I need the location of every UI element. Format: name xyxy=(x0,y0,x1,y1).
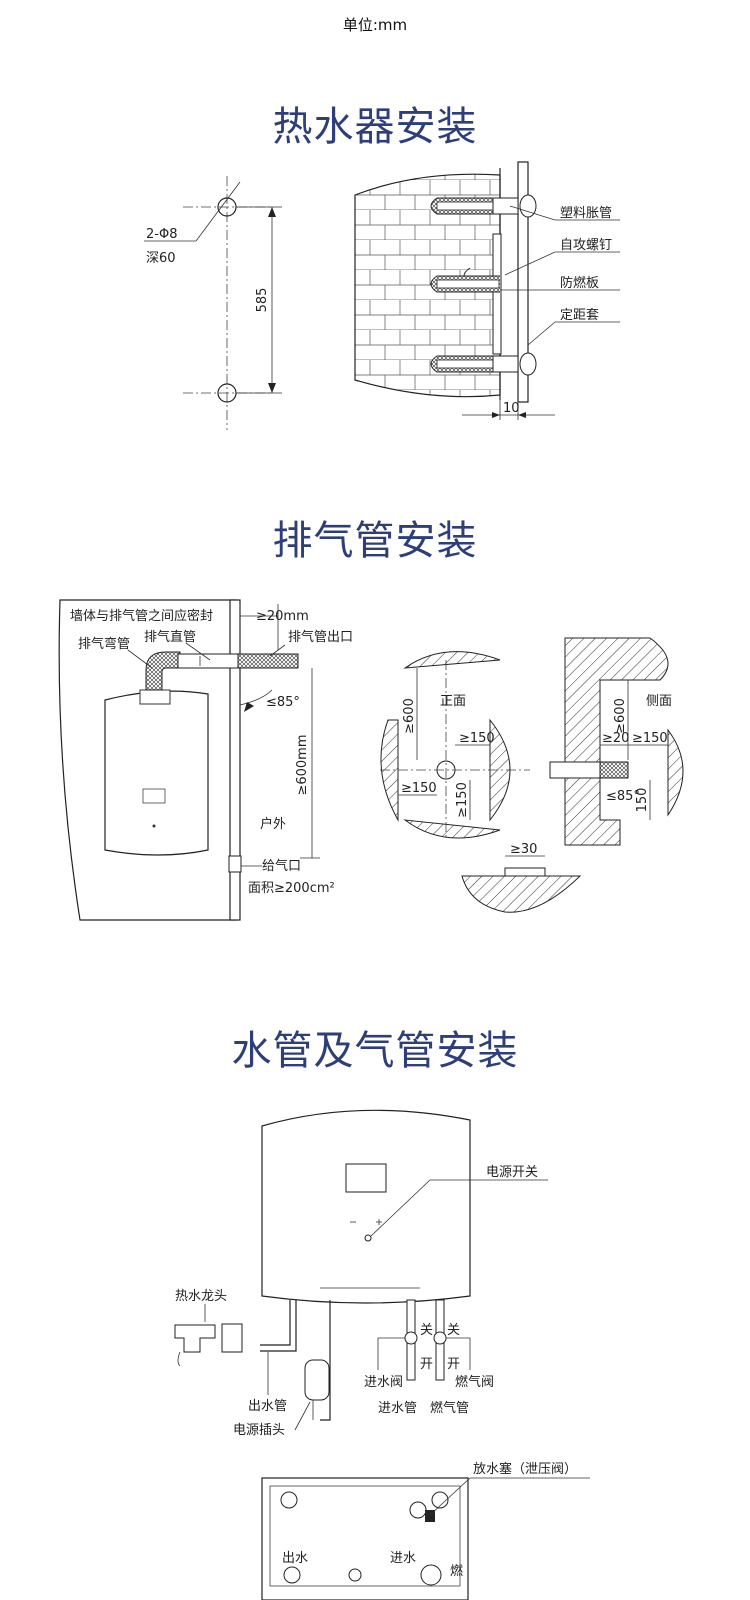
inlet-valve-label: 进水阀 xyxy=(364,1375,403,1390)
heater-front-drawing: 电源开关 xyxy=(261,1109,548,1304)
open-1-label: 开 xyxy=(420,1357,433,1372)
straight-pipe-label: 排气直管 xyxy=(144,629,196,645)
side-150-b-label: 150 xyxy=(635,788,650,813)
mounting-hole-drawing: 585 2-Φ8 深60 xyxy=(144,176,282,430)
air-area-label: 面积≥200cm² xyxy=(248,881,335,896)
gap-label: 10 xyxy=(503,401,520,416)
drain-plug-label: 放水塞（泄压阀） xyxy=(473,1461,577,1477)
gas-pipe-label: 燃气管 xyxy=(430,1400,469,1416)
power-switch-label: 电源开关 xyxy=(486,1165,538,1180)
heater-section-title: 热水器安装 xyxy=(272,104,478,150)
label-spacer-sleeve: 定距套 xyxy=(560,307,599,323)
hole-spacing-label: 585 xyxy=(255,288,270,313)
side-view-label: 侧面 xyxy=(646,694,672,709)
protrude-label: ≥20mm xyxy=(256,609,309,624)
exhaust-side-drawing: 墙体与排气管之间应密封 排气弯管 排气直管 排气管出口 ≥20mm ≤85° ≥… xyxy=(58,599,353,921)
pipes-section-title: 水管及气管安装 xyxy=(231,1028,519,1074)
bottom-outlet-label: 出水 xyxy=(282,1551,308,1566)
label-fireproof-board: 防燃板 xyxy=(560,275,599,291)
exhaust-front-clearance: 正面 ≥600 ≥150 ≥150 ≥150 xyxy=(380,651,530,840)
front-view-label: 正面 xyxy=(440,694,466,709)
hole-spec-label: 2-Φ8 xyxy=(146,227,177,242)
unit-label: 单位:mm xyxy=(342,16,408,34)
seal-note-label: 墙体与排气管之间应密封 xyxy=(70,608,213,624)
side-600-label: ≥600 xyxy=(613,698,628,734)
wall-section-drawing: 塑料胀管 自攻螺钉 防燃板 定距套 10 xyxy=(354,161,620,420)
side-20-label: ≥20 xyxy=(602,731,629,746)
label-plastic-anchor: 塑料胀管 xyxy=(560,206,612,221)
angle-label: ≤85° xyxy=(266,695,300,710)
label-self-tapping-screw: 自攻螺钉 xyxy=(560,238,612,253)
exhaust-section-title: 排气管安装 xyxy=(272,518,478,564)
outlet-pipe-label: 出水管 xyxy=(248,1399,287,1414)
open-2-label: 开 xyxy=(447,1357,460,1372)
front-600-label: ≥600 xyxy=(402,698,417,734)
close-2-label: 关 xyxy=(447,1323,460,1338)
outlet-label: 排气管出口 xyxy=(288,629,353,645)
pipe-connections: 热水龙头 出水管 电源插头 关 开 关 开 进水阀 燃气阀 进水管 燃气管 xyxy=(174,1289,494,1438)
outdoor-label: 户外 xyxy=(260,816,286,832)
inlet-pipe-label: 进水管 xyxy=(378,1401,417,1416)
side-angle-label: ≤85° xyxy=(606,789,640,804)
exhaust-side-clearance: 侧面 ≥600 ≥20 ≥150 ≤85° 150 xyxy=(549,637,684,846)
bottom-30-label: ≥30 xyxy=(510,842,537,857)
heater-bottom-view: 出水 进水 燃 放水塞（泄压阀） xyxy=(261,1461,590,1600)
bottom-gas-label: 燃 xyxy=(450,1563,463,1579)
air-inlet-label: 给气口 xyxy=(262,858,301,874)
front-150-c-label: ≥150 xyxy=(455,782,470,818)
faucet-label: 热水龙头 xyxy=(175,1289,227,1304)
side-150-a-label: ≥150 xyxy=(632,731,668,746)
hole-depth-label: 深60 xyxy=(146,251,176,266)
elbow-label: 排气弯管 xyxy=(78,636,130,652)
power-plug-label: 电源插头 xyxy=(233,1423,285,1438)
close-1-label: 关 xyxy=(420,1323,433,1338)
gas-valve-label: 燃气阀 xyxy=(455,1374,494,1390)
front-150-b-label: ≥150 xyxy=(401,781,437,796)
front-150-a-label: ≥150 xyxy=(459,731,495,746)
bottom-inlet-label: 进水 xyxy=(390,1551,416,1566)
height-label: ≥600mm xyxy=(295,734,310,795)
exhaust-bottom-clearance: ≥30 xyxy=(461,842,582,913)
